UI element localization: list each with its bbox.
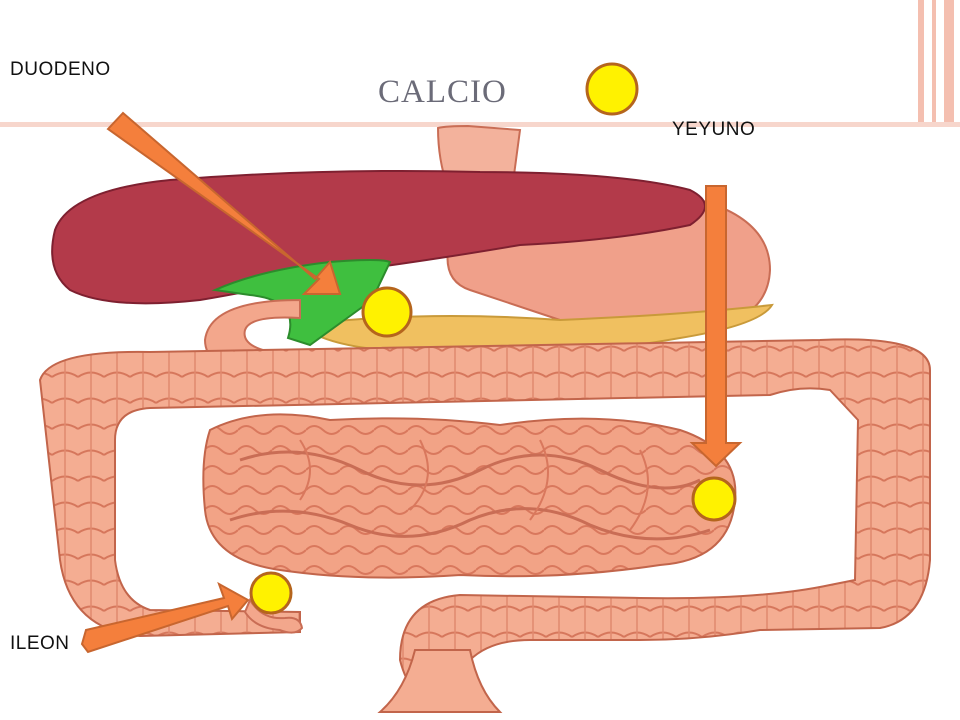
arrow-icon [106, 111, 342, 295]
appendix [243, 597, 304, 634]
label-duodeno: DUODENO [10, 59, 111, 80]
calcium-marker-icon [585, 62, 639, 116]
arrow-yeyuno [689, 185, 743, 468]
arrow-icon [80, 581, 250, 654]
calcium-marker-icon [361, 286, 413, 338]
slide-title: CALCIO [378, 74, 507, 110]
arrow-duodeno [106, 111, 342, 295]
label-yeyuno: YEYUNO [672, 119, 756, 140]
frame-stripes [0, 0, 960, 127]
calcium-marker-icon [249, 571, 293, 615]
arrow-ileon [80, 581, 250, 654]
arrow-icon [689, 185, 743, 468]
rectum [377, 649, 503, 713]
label-ileon: ILEON [10, 633, 70, 654]
small-intestine [202, 413, 737, 579]
calcium-marker-icon [691, 476, 737, 522]
